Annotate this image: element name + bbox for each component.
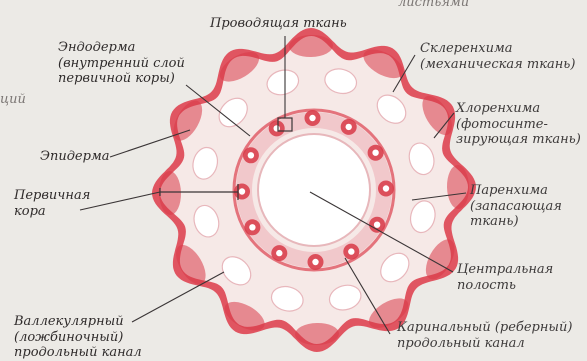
label-conducting-tissue: Проводящая ткань: [210, 16, 347, 32]
label-left-partial: ций: [0, 92, 26, 108]
carinal-canal: [374, 222, 380, 228]
carinal-canal: [239, 188, 245, 194]
carinal-canal: [309, 115, 315, 121]
carinal-canal: [248, 152, 254, 158]
carinal-canal: [346, 124, 352, 130]
label-chlorenchyma: Хлоренхима (фотосинте- зирующая ткань): [456, 101, 581, 148]
label-central-cavity: Центральная полость: [457, 262, 553, 293]
carinal-canal: [312, 259, 318, 265]
carinal-canal: [383, 185, 389, 191]
label-primary-cortex: Первичная кора: [14, 188, 90, 219]
label-carinal-canal: Каринальный (реберный) продольный канал: [397, 320, 572, 351]
label-parenchyma: Паренхима (запасающая ткань): [470, 183, 562, 230]
carinal-canal: [249, 224, 255, 230]
carinal-canal: [348, 248, 354, 254]
carinal-canal: [276, 250, 282, 256]
central-cavity: [258, 134, 370, 246]
label-vallecular-canal: Валлекулярный (ложбиночный) продольный к…: [14, 314, 142, 361]
carinal-canal: [372, 150, 378, 156]
label-leaves-partial: листьями: [398, 0, 469, 11]
label-sclerenchyma: Склеренхима (механическая ткань): [420, 41, 575, 72]
label-endoderm: Эндодерма (внутренний слой первичной кор…: [58, 40, 185, 87]
label-epidermis: Эпидерма: [40, 149, 109, 165]
